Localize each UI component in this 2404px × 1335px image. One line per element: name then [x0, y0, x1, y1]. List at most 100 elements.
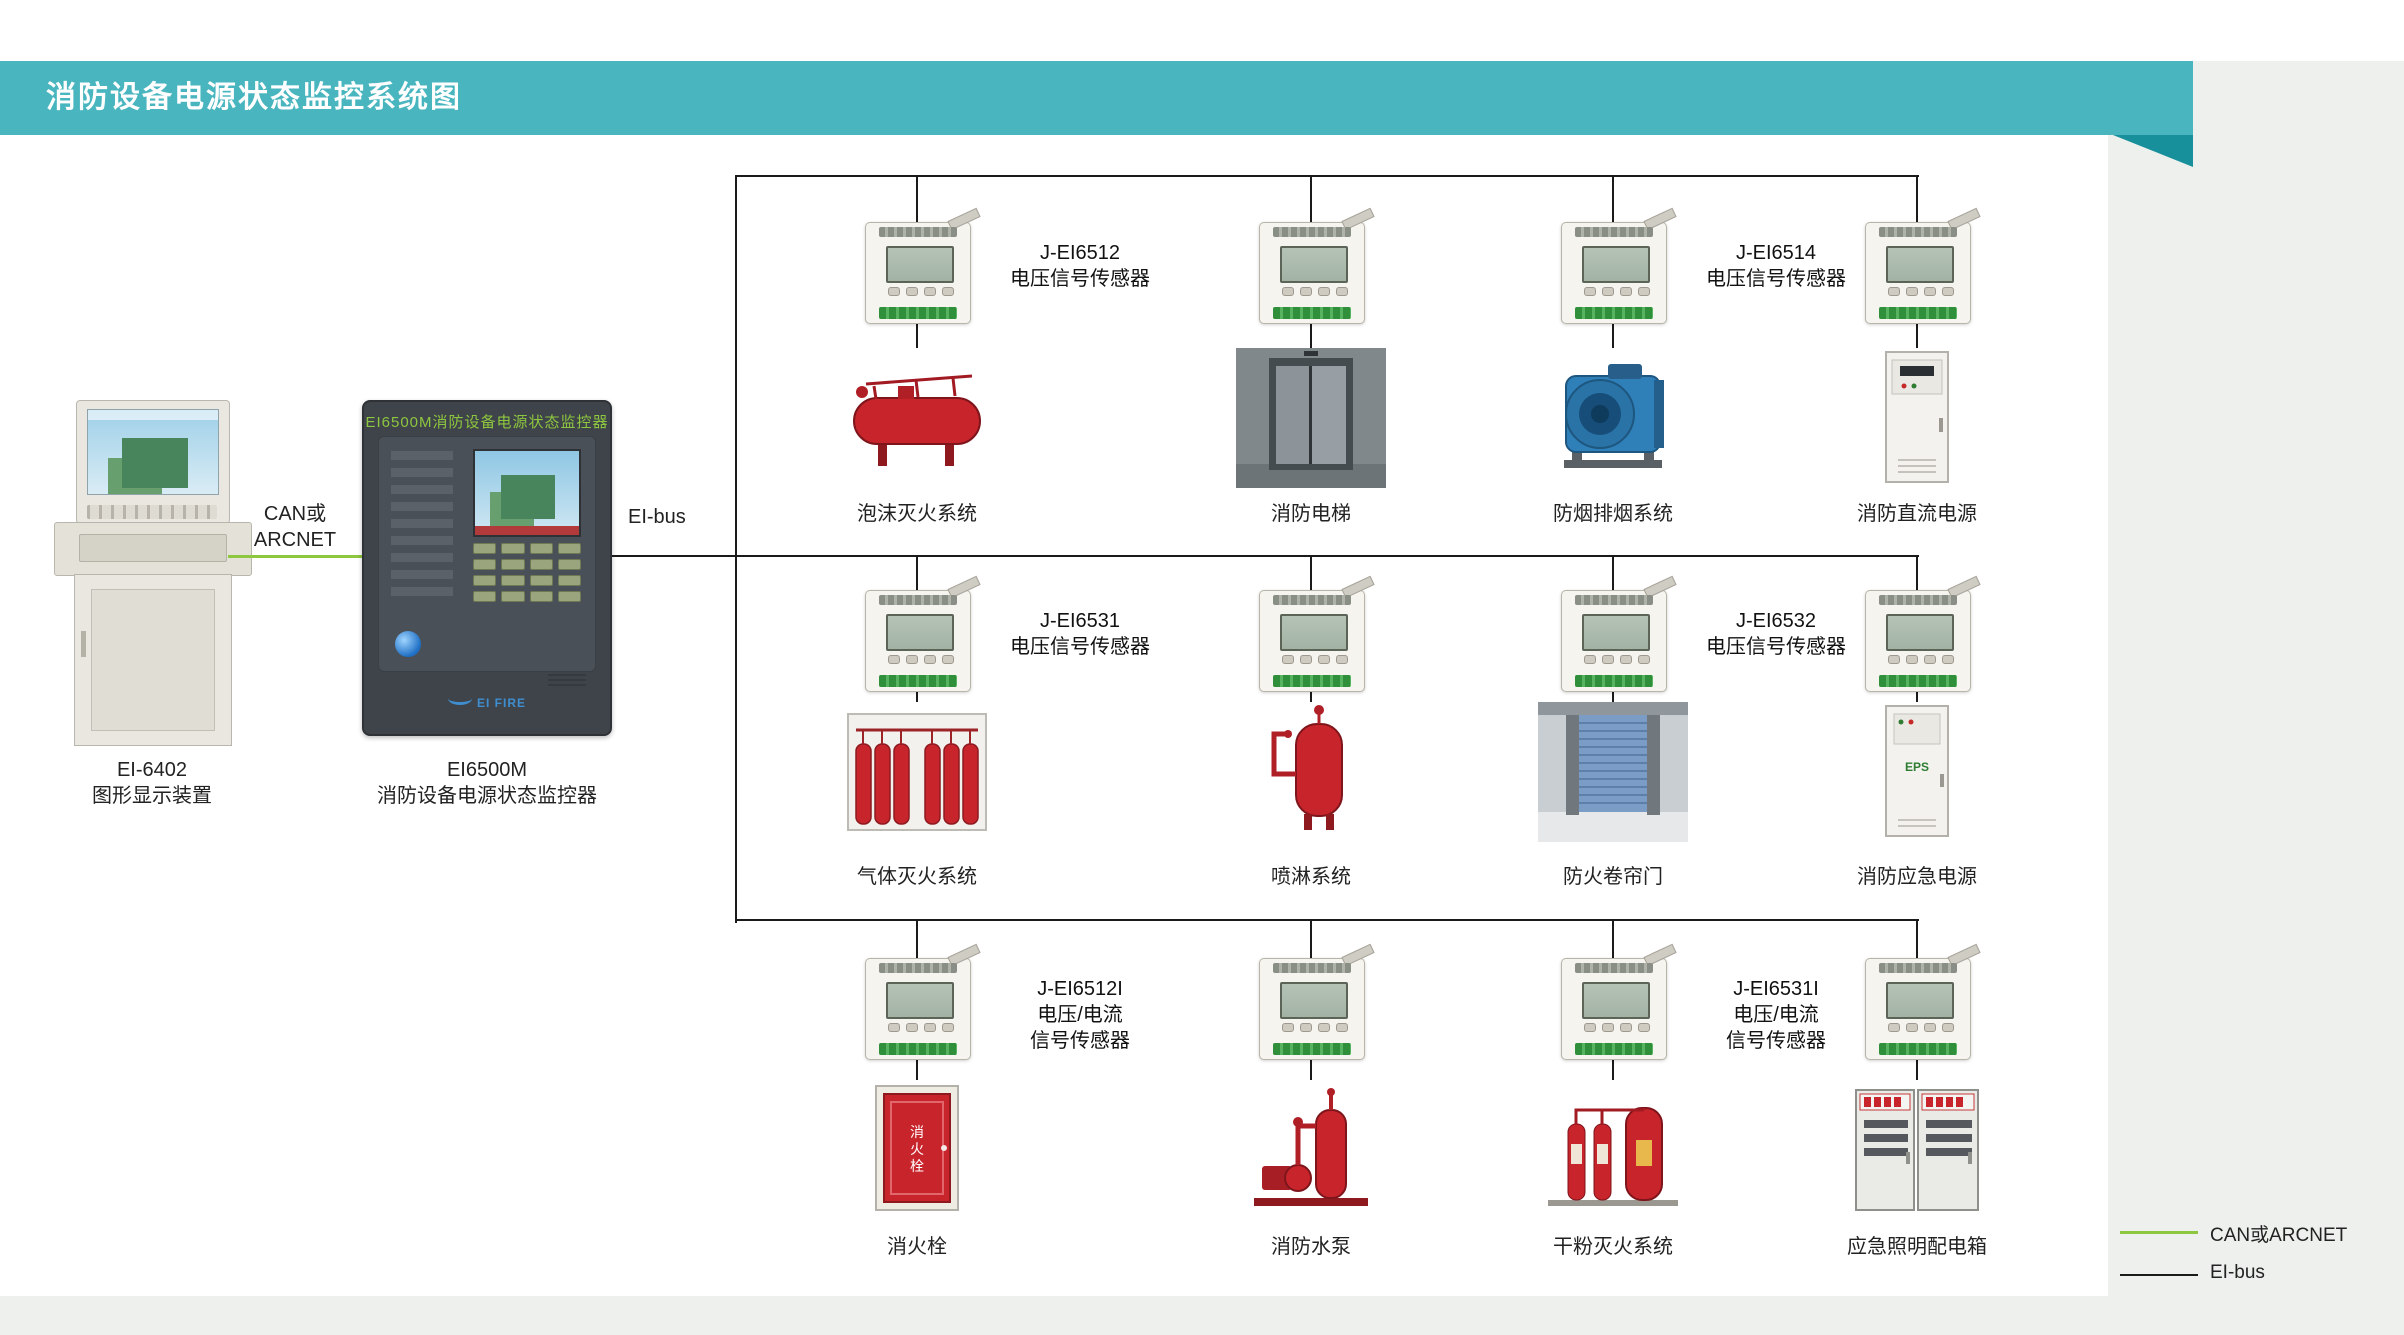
power-sensor — [1259, 943, 1375, 1060]
sensor-lcd — [1280, 614, 1348, 651]
sensor-terminals-top — [1273, 227, 1351, 237]
sensor-terminals-top — [1273, 595, 1351, 605]
connector-line — [916, 322, 918, 348]
controller-panel — [378, 436, 596, 672]
controller-name: 消防设备电源状态监控器 — [377, 785, 597, 807]
power-sensor — [1259, 575, 1375, 692]
device-label: 气体灭火系统 — [857, 866, 977, 888]
power-sensor — [865, 575, 981, 692]
sensor-lcd — [1582, 982, 1650, 1019]
device-smoke-exhaust-fan — [1538, 348, 1688, 488]
graphic-display-workstation — [54, 400, 252, 750]
sensor-terminals-top — [1575, 595, 1653, 605]
sensor-terminals-bottom — [1879, 1043, 1957, 1055]
sensor-buttons — [1282, 655, 1348, 664]
sensor-terminals-bottom — [879, 675, 957, 687]
controller-round-button — [395, 631, 421, 657]
sensor-terminals-bottom — [1879, 307, 1957, 319]
dry-powder-image — [1548, 1107, 1678, 1206]
sensor-terminals-top — [1879, 595, 1957, 605]
sensor-buttons — [1888, 1023, 1954, 1032]
device-label: 消防水泵 — [1271, 1236, 1351, 1258]
drop-line — [916, 176, 918, 222]
power-sensor — [1865, 575, 1981, 692]
device-label: 应急照明配电箱 — [1847, 1236, 1987, 1258]
sensor-terminals-bottom — [1575, 307, 1653, 319]
sensor-terminals-bottom — [1273, 675, 1351, 687]
device-fire-elevator — [1236, 348, 1386, 488]
power-sensor — [865, 207, 981, 324]
sensor-lcd — [1886, 982, 1954, 1019]
connector-line — [1916, 1058, 1918, 1080]
dc-power-cabinet-image — [1885, 351, 1949, 483]
device-label: 泡沫灭火系统 — [857, 503, 977, 525]
power-sensor — [1259, 207, 1375, 324]
device-label: 防烟排烟系统 — [1553, 503, 1673, 525]
sensor-terminals-top — [1575, 963, 1653, 973]
device-fire-emergency-power: EPS — [1842, 702, 1992, 842]
connector-line — [916, 1058, 918, 1080]
device-fire-roller-shutter — [1538, 702, 1688, 842]
sensor-buttons — [1584, 287, 1650, 296]
diagram-canvas — [0, 0, 2108, 1296]
device-sprinkler-system — [1236, 702, 1386, 842]
device-label: 喷淋系统 — [1271, 866, 1351, 888]
sensor-buttons — [1888, 655, 1954, 664]
workstation-monitor-buttons — [87, 505, 217, 519]
sensor-lcd — [1280, 982, 1348, 1019]
sensor-lcd — [1280, 246, 1348, 283]
drop-line — [1310, 176, 1312, 222]
workstation-cabinet — [74, 574, 232, 746]
power-sensor — [865, 943, 981, 1060]
elevator-image — [1236, 348, 1386, 488]
sensor-buttons — [1282, 287, 1348, 296]
can-link-line — [228, 555, 362, 558]
bus-row3-line — [735, 919, 1919, 921]
device-fire-pump — [1236, 1080, 1386, 1220]
drop-line — [1916, 921, 1918, 958]
power-sensor — [1865, 943, 1981, 1060]
connector-line — [1310, 690, 1312, 702]
foam-tank-image — [853, 374, 981, 466]
header-bar-fold — [2113, 135, 2193, 167]
device-emergency-lighting-box — [1842, 1080, 1992, 1220]
controller-screen — [473, 449, 581, 537]
sensor-terminals-bottom — [879, 1043, 957, 1055]
connector-line — [1916, 690, 1918, 702]
gas-cylinder-rack-image — [847, 713, 987, 831]
drop-line — [1612, 921, 1614, 958]
sensor-lcd — [1582, 246, 1650, 283]
device-foam-extinguishing-system — [842, 348, 992, 488]
device-fire-dc-power — [1842, 348, 1992, 488]
controller-model: EI6500M — [446, 759, 528, 781]
controller-top-text: EI6500M消防设备电源状态监控器 — [365, 414, 609, 431]
power-sensor — [1561, 575, 1677, 692]
sensor-buttons — [1888, 287, 1954, 296]
drop-line — [1310, 557, 1312, 590]
controller-label: EI6500M 消防设备电源状态监控器 — [352, 757, 622, 809]
bus-row2-line — [612, 555, 1919, 557]
sensor-buttons — [888, 655, 954, 664]
controller-vent — [548, 674, 586, 688]
sensor-terminals-top — [1879, 227, 1957, 237]
workstation-cabinet-door — [91, 589, 215, 731]
connector-line — [916, 690, 918, 702]
ei6500m-controller-cabinet: EI6500M消防设备电源状态监控器 EI FIRE — [362, 400, 612, 736]
sensor-terminals-bottom — [1575, 1043, 1653, 1055]
device-label: 消防直流电源 — [1857, 503, 1977, 525]
sprinkler-tank-image — [1271, 705, 1343, 830]
connector-line — [1612, 322, 1614, 348]
device-label: 干粉灭火系统 — [1553, 1236, 1673, 1258]
workstation-monitor — [76, 400, 230, 524]
connector-line — [1310, 1058, 1312, 1080]
sensor-terminals-top — [879, 227, 957, 237]
drop-line — [1916, 176, 1918, 222]
device-fire-hydrant-cabinet: 消火栓 — [842, 1080, 992, 1220]
eps-text: EPS — [1904, 760, 1930, 774]
device-label: 消火栓 — [887, 1236, 947, 1258]
bus-trunk-line — [735, 175, 737, 923]
